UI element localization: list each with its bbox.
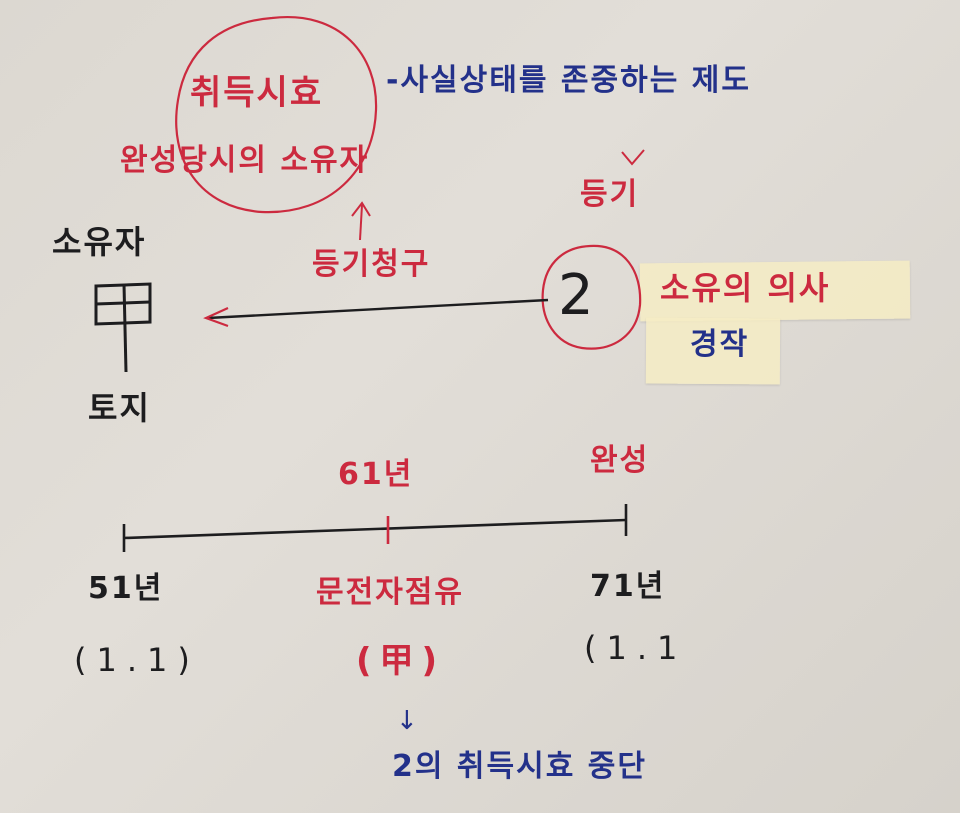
timeline-mid-above: 61년: [338, 457, 414, 492]
registration-claim-arrow: [207, 298, 549, 320]
registration-arrow-head: [621, 149, 645, 166]
up-arrow-head: [351, 201, 371, 217]
circle-acquisitive-prescription: [175, 15, 378, 214]
land-label: 토지: [88, 389, 151, 427]
up-arrow-shaft: [359, 204, 363, 241]
registration-label: 등기: [580, 177, 640, 212]
owner-intent: 소유의 의사: [660, 269, 831, 307]
timeline-line: [123, 518, 627, 540]
timeline-end-date: (1.1: [584, 629, 688, 667]
timeline-end-above: 완성: [590, 443, 650, 478]
circle-party-two: [541, 244, 642, 350]
timeline-mid-party: (甲): [356, 641, 446, 681]
timeline-mid-event: 문전자점유: [316, 575, 464, 610]
owner-at-completion: 완성당시의 소유자: [120, 143, 370, 178]
cultivation: 경작: [690, 327, 750, 362]
timeline-start-year: 51년: [88, 571, 164, 606]
gap-symbol-drawn: [94, 282, 152, 373]
timeline-start-date: (1.1): [74, 641, 200, 679]
registration-request: 등기청구: [312, 247, 431, 282]
party-two: 2: [558, 263, 596, 328]
circled-term: 취득시효: [190, 73, 324, 113]
interruption-note: 2의 취득시효 중단: [392, 749, 647, 784]
dash-description: -사실상태를 존중하는 제도: [386, 63, 751, 98]
owner-label: 소유자: [52, 223, 147, 261]
timeline-end-year: 71년: [590, 569, 666, 604]
interruption-arrow: ↓: [396, 706, 420, 736]
registration-claim-arrowhead: [203, 306, 229, 328]
